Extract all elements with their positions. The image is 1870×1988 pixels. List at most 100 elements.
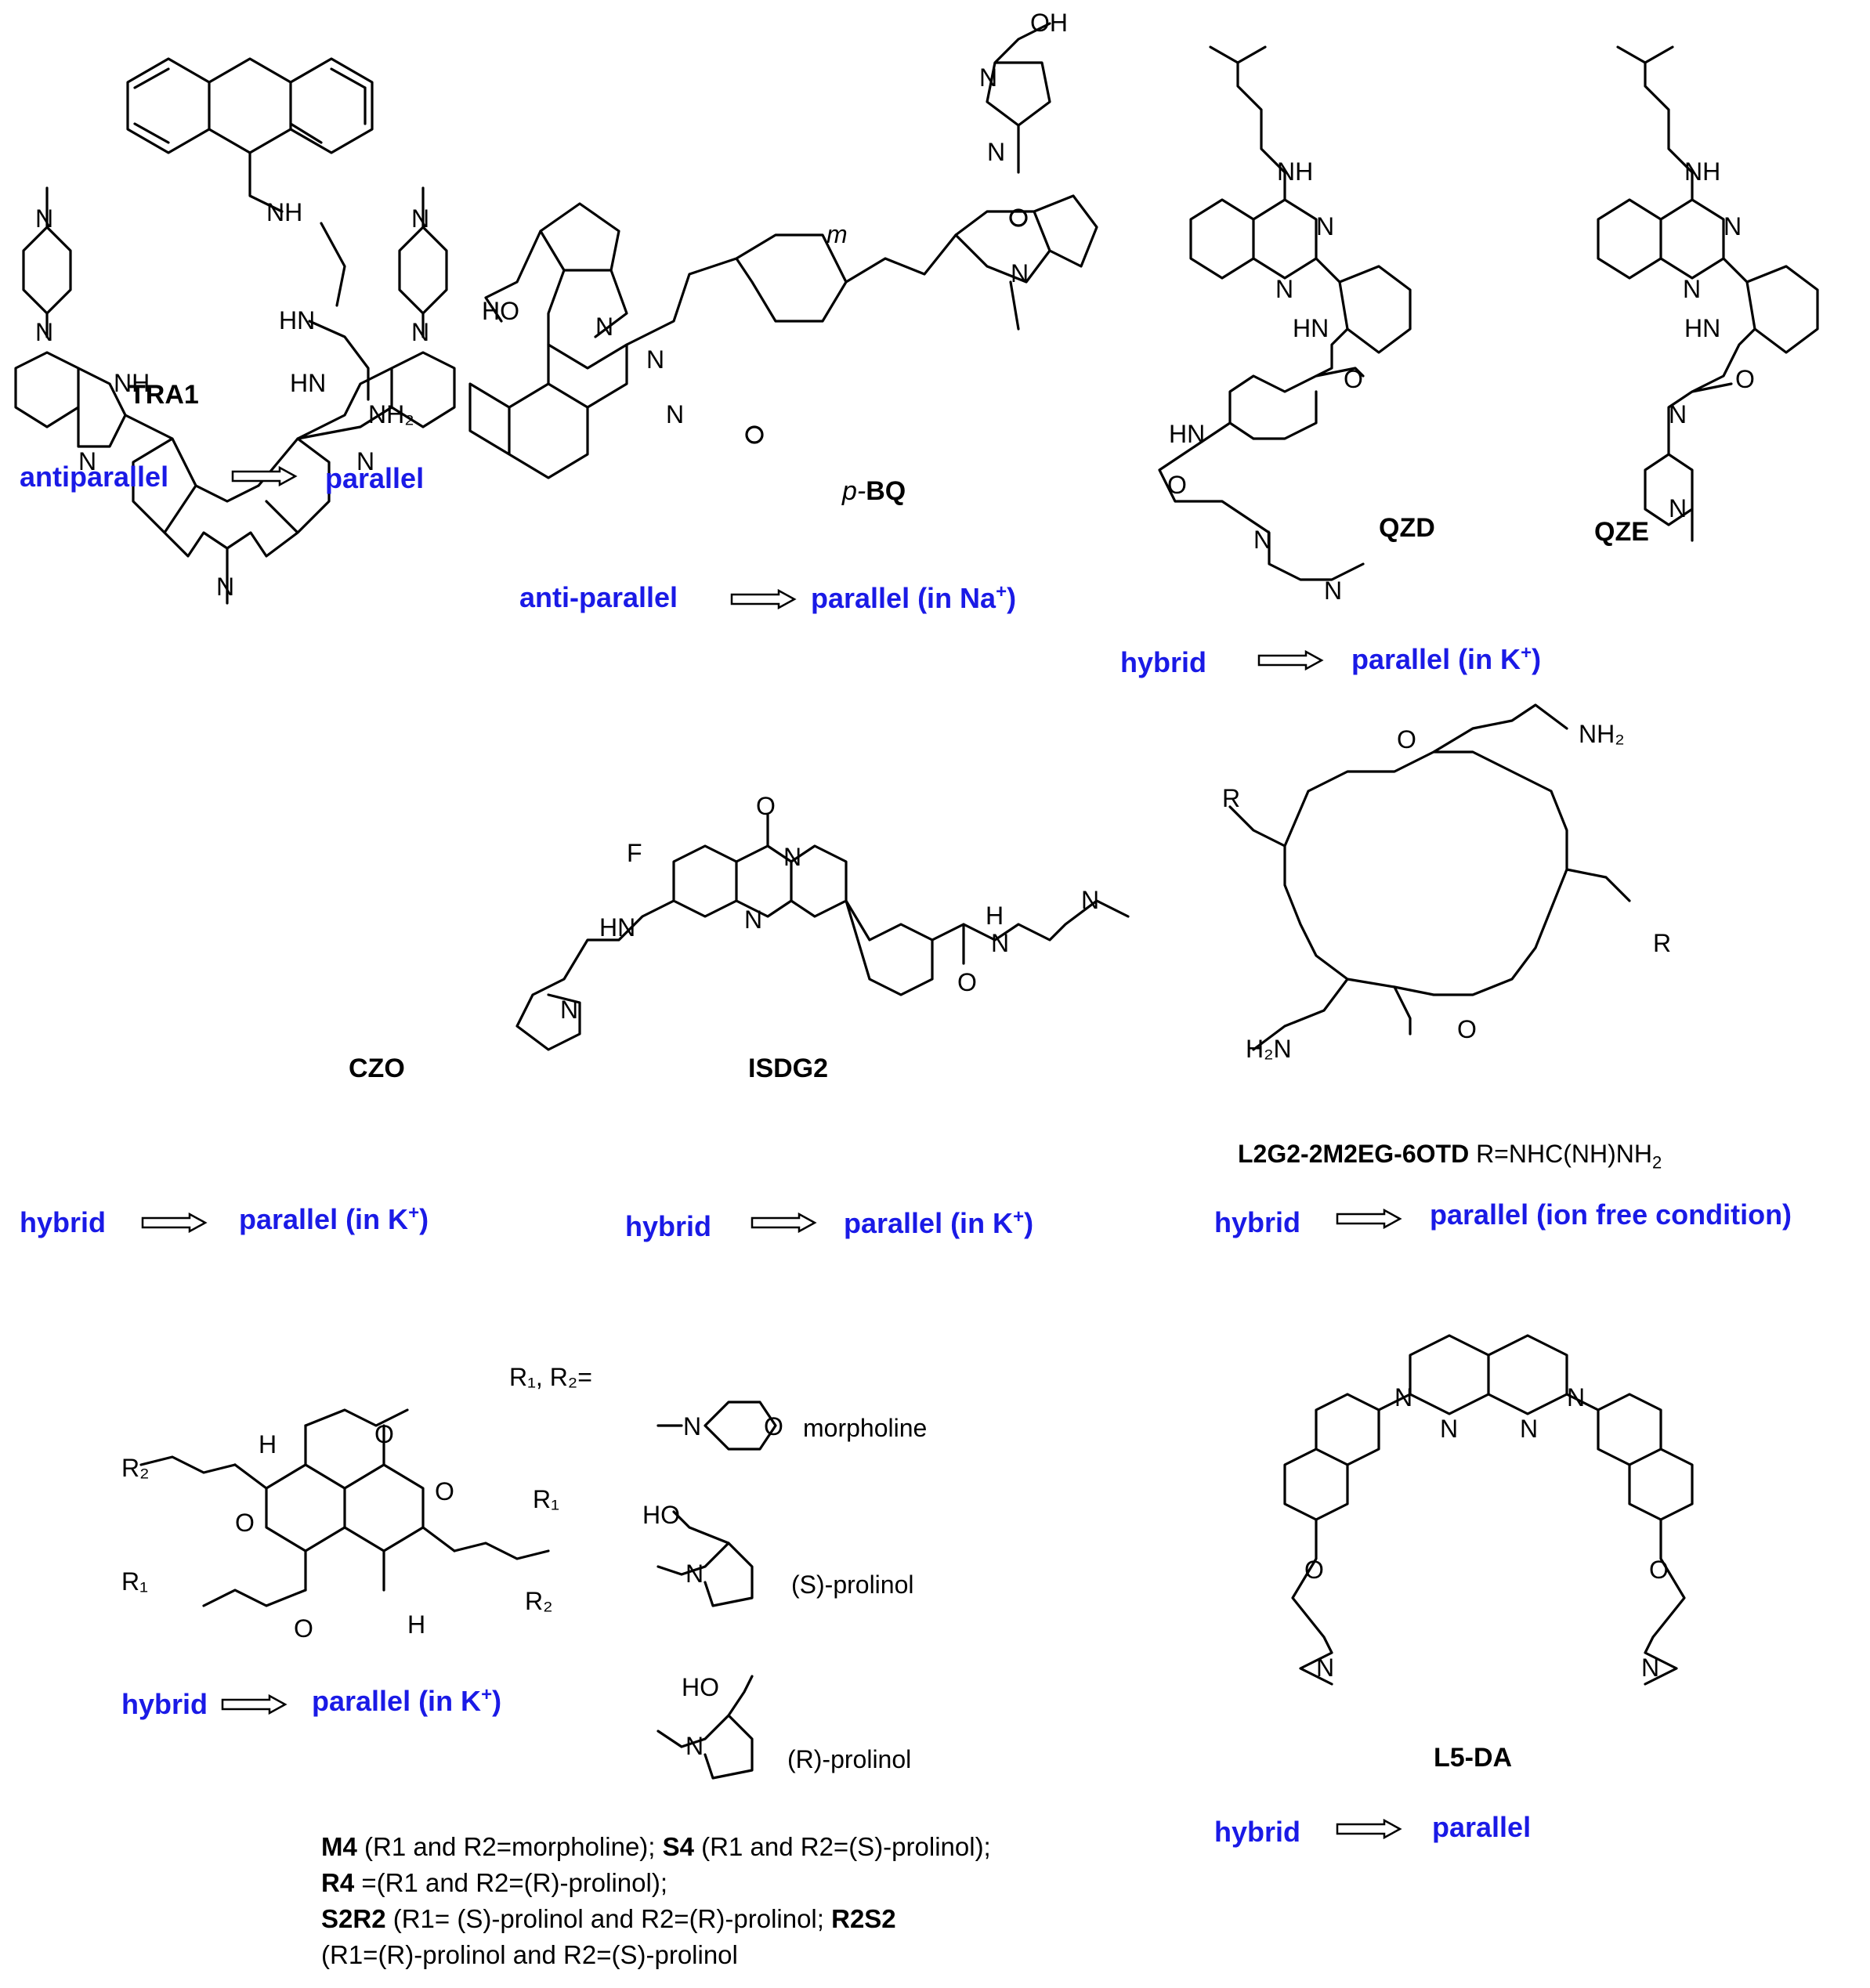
tra1-chain bbox=[248, 151, 370, 401]
ndi-arms bbox=[139, 1408, 550, 1607]
qze-quinazoline bbox=[1597, 198, 1725, 280]
isdg2-arrow bbox=[751, 1212, 817, 1237]
morpholine-ring bbox=[656, 1401, 777, 1451]
isdg2-structure: O F HN N N N H N N O bbox=[515, 792, 1130, 1051]
l5da-o2: O bbox=[1649, 1556, 1669, 1584]
l5da-n2: N bbox=[1440, 1415, 1458, 1443]
l5da-o1: O bbox=[1304, 1556, 1324, 1584]
anthracene-core bbox=[126, 57, 374, 154]
isdg2-hn: HN bbox=[599, 913, 635, 942]
otd-nh2-top: NH₂ bbox=[1579, 720, 1625, 748]
pbq-n5: N bbox=[987, 138, 1005, 166]
czo-right-piperazine bbox=[398, 186, 448, 338]
czo-left-piperazine bbox=[22, 186, 72, 338]
s-prolinol-n: N bbox=[685, 1560, 704, 1588]
ndi-r2-bottom: R₂ bbox=[525, 1587, 553, 1615]
l5da-n5: N bbox=[1316, 1654, 1334, 1682]
isdg2-f: F bbox=[627, 839, 642, 867]
pbq-name-main: BQ bbox=[866, 476, 906, 506]
pbq-structure: m OH HO N N N N N N bbox=[468, 9, 1098, 479]
ndi-to-label: parallel (in K+) bbox=[312, 1684, 502, 1717]
tra1-hn2: HN bbox=[279, 306, 315, 334]
czo-from-label: hybrid bbox=[20, 1206, 107, 1238]
isdg2-to-label: parallel (in K+) bbox=[844, 1206, 1034, 1239]
isdg2-n2: N bbox=[744, 905, 762, 934]
qze-nh: NH bbox=[1684, 157, 1720, 186]
l5da-from-label: hybrid bbox=[1214, 1816, 1301, 1848]
pbq-to-label: parallel (in Na+) bbox=[811, 581, 1017, 614]
pbq-arrow bbox=[730, 588, 797, 613]
qze-n1: N bbox=[1724, 212, 1742, 240]
isdg2-n4: N bbox=[991, 929, 1009, 957]
l5da-to-label: parallel bbox=[1432, 1811, 1532, 1843]
ndi-o1: O bbox=[374, 1420, 394, 1448]
isdg2-n5: N bbox=[1081, 886, 1099, 914]
r-prolinol-label: (R)-prolinol bbox=[787, 1745, 912, 1773]
qzd-hn2: HN bbox=[1169, 420, 1205, 448]
morpholine-o: O bbox=[764, 1412, 783, 1440]
ndi-o3: O bbox=[235, 1509, 255, 1537]
qze-n4: N bbox=[1669, 494, 1687, 522]
czo-arrow bbox=[141, 1212, 208, 1237]
otd-r1: R bbox=[1222, 784, 1240, 812]
qze-name: QZE bbox=[1594, 517, 1649, 547]
morpholine-n: N bbox=[683, 1412, 701, 1440]
ndi-o2: O bbox=[435, 1477, 454, 1505]
otd-arrow bbox=[1336, 1208, 1402, 1233]
l5da-arrow bbox=[1336, 1818, 1402, 1843]
qzd-n3: N bbox=[1253, 526, 1271, 554]
czo-left-benzimidazole bbox=[14, 351, 127, 448]
substituent-header: R₁, R₂= bbox=[509, 1363, 592, 1391]
qze-structure: NH N N HN O N N bbox=[1597, 45, 1819, 542]
pbq-right-piperazine bbox=[986, 22, 1051, 174]
tra1-structure: NH HN NH₂ bbox=[126, 57, 414, 428]
qzd-o2: O bbox=[1167, 471, 1187, 499]
qzd-n2: N bbox=[1275, 275, 1293, 303]
isdg2-o2: O bbox=[957, 968, 977, 996]
pbq-n4: N bbox=[979, 63, 997, 92]
isdg2-n3: N bbox=[560, 996, 578, 1024]
pbq-left-arm bbox=[484, 230, 542, 323]
tra1-from-label: antiparallel bbox=[20, 461, 169, 493]
ndi-h-bottom: H bbox=[407, 1610, 425, 1639]
qzd-quinazoline bbox=[1189, 198, 1318, 280]
isdg2-from-label: hybrid bbox=[625, 1210, 712, 1242]
qzd-n1: N bbox=[1316, 212, 1334, 240]
otd-r-def: R=NHC(NH)NH bbox=[1476, 1140, 1652, 1168]
pbq-charge-1 bbox=[745, 425, 764, 444]
qze-phenyl bbox=[1644, 257, 1819, 542]
ndi-definition-note: M4 (R1 and R2=morpholine); S4 (R1 and R2… bbox=[321, 1832, 991, 1969]
pbq-linker bbox=[625, 233, 957, 346]
otd-r2: R bbox=[1653, 929, 1671, 957]
ndi-o4: O bbox=[294, 1614, 313, 1643]
pbq-n2: N bbox=[646, 345, 664, 374]
czo-n1: N bbox=[35, 204, 53, 233]
pbq-name: p-BQ bbox=[842, 476, 906, 507]
ndi-core bbox=[233, 1424, 456, 1592]
czo-hn: HN bbox=[290, 369, 326, 397]
morpholine-label: morpholine bbox=[803, 1414, 928, 1442]
czo-to-label: parallel (in K+) bbox=[239, 1202, 429, 1235]
otd-structure: NH₂ R R H₂N O O bbox=[1222, 703, 1671, 1063]
tra1-to-label: parallel bbox=[325, 462, 425, 494]
isdg2-amine bbox=[515, 899, 675, 1051]
ndi-r1-bottom: R₁ bbox=[121, 1567, 148, 1596]
pbq-from-label: anti-parallel bbox=[519, 581, 678, 613]
otd-name: L2G2-2M2EG-6OTD bbox=[1238, 1140, 1470, 1168]
isdg2-benzamide bbox=[845, 899, 1130, 996]
ndi-r1-top: R₁ bbox=[533, 1485, 559, 1513]
qzd-structure: NH N N HN O HN O N N bbox=[1158, 45, 1412, 605]
ndi-arrow bbox=[221, 1693, 288, 1719]
l5da-n1: N bbox=[1394, 1383, 1412, 1411]
ndi-h-top: H bbox=[259, 1430, 277, 1458]
qze-o: O bbox=[1735, 365, 1755, 393]
isdg2-o1: O bbox=[756, 792, 776, 820]
l5da-n6: N bbox=[1641, 1654, 1659, 1682]
qzd-name: QZD bbox=[1379, 513, 1435, 543]
s-prolinol-label: (S)-prolinol bbox=[791, 1571, 914, 1599]
qz-from-label: hybrid bbox=[1120, 646, 1207, 678]
pbq-n1: N bbox=[595, 313, 613, 341]
s-prolinol-ring bbox=[656, 1510, 754, 1607]
l5da-name: L5-DA bbox=[1434, 1743, 1513, 1773]
qze-amine-chain bbox=[1616, 45, 1694, 201]
